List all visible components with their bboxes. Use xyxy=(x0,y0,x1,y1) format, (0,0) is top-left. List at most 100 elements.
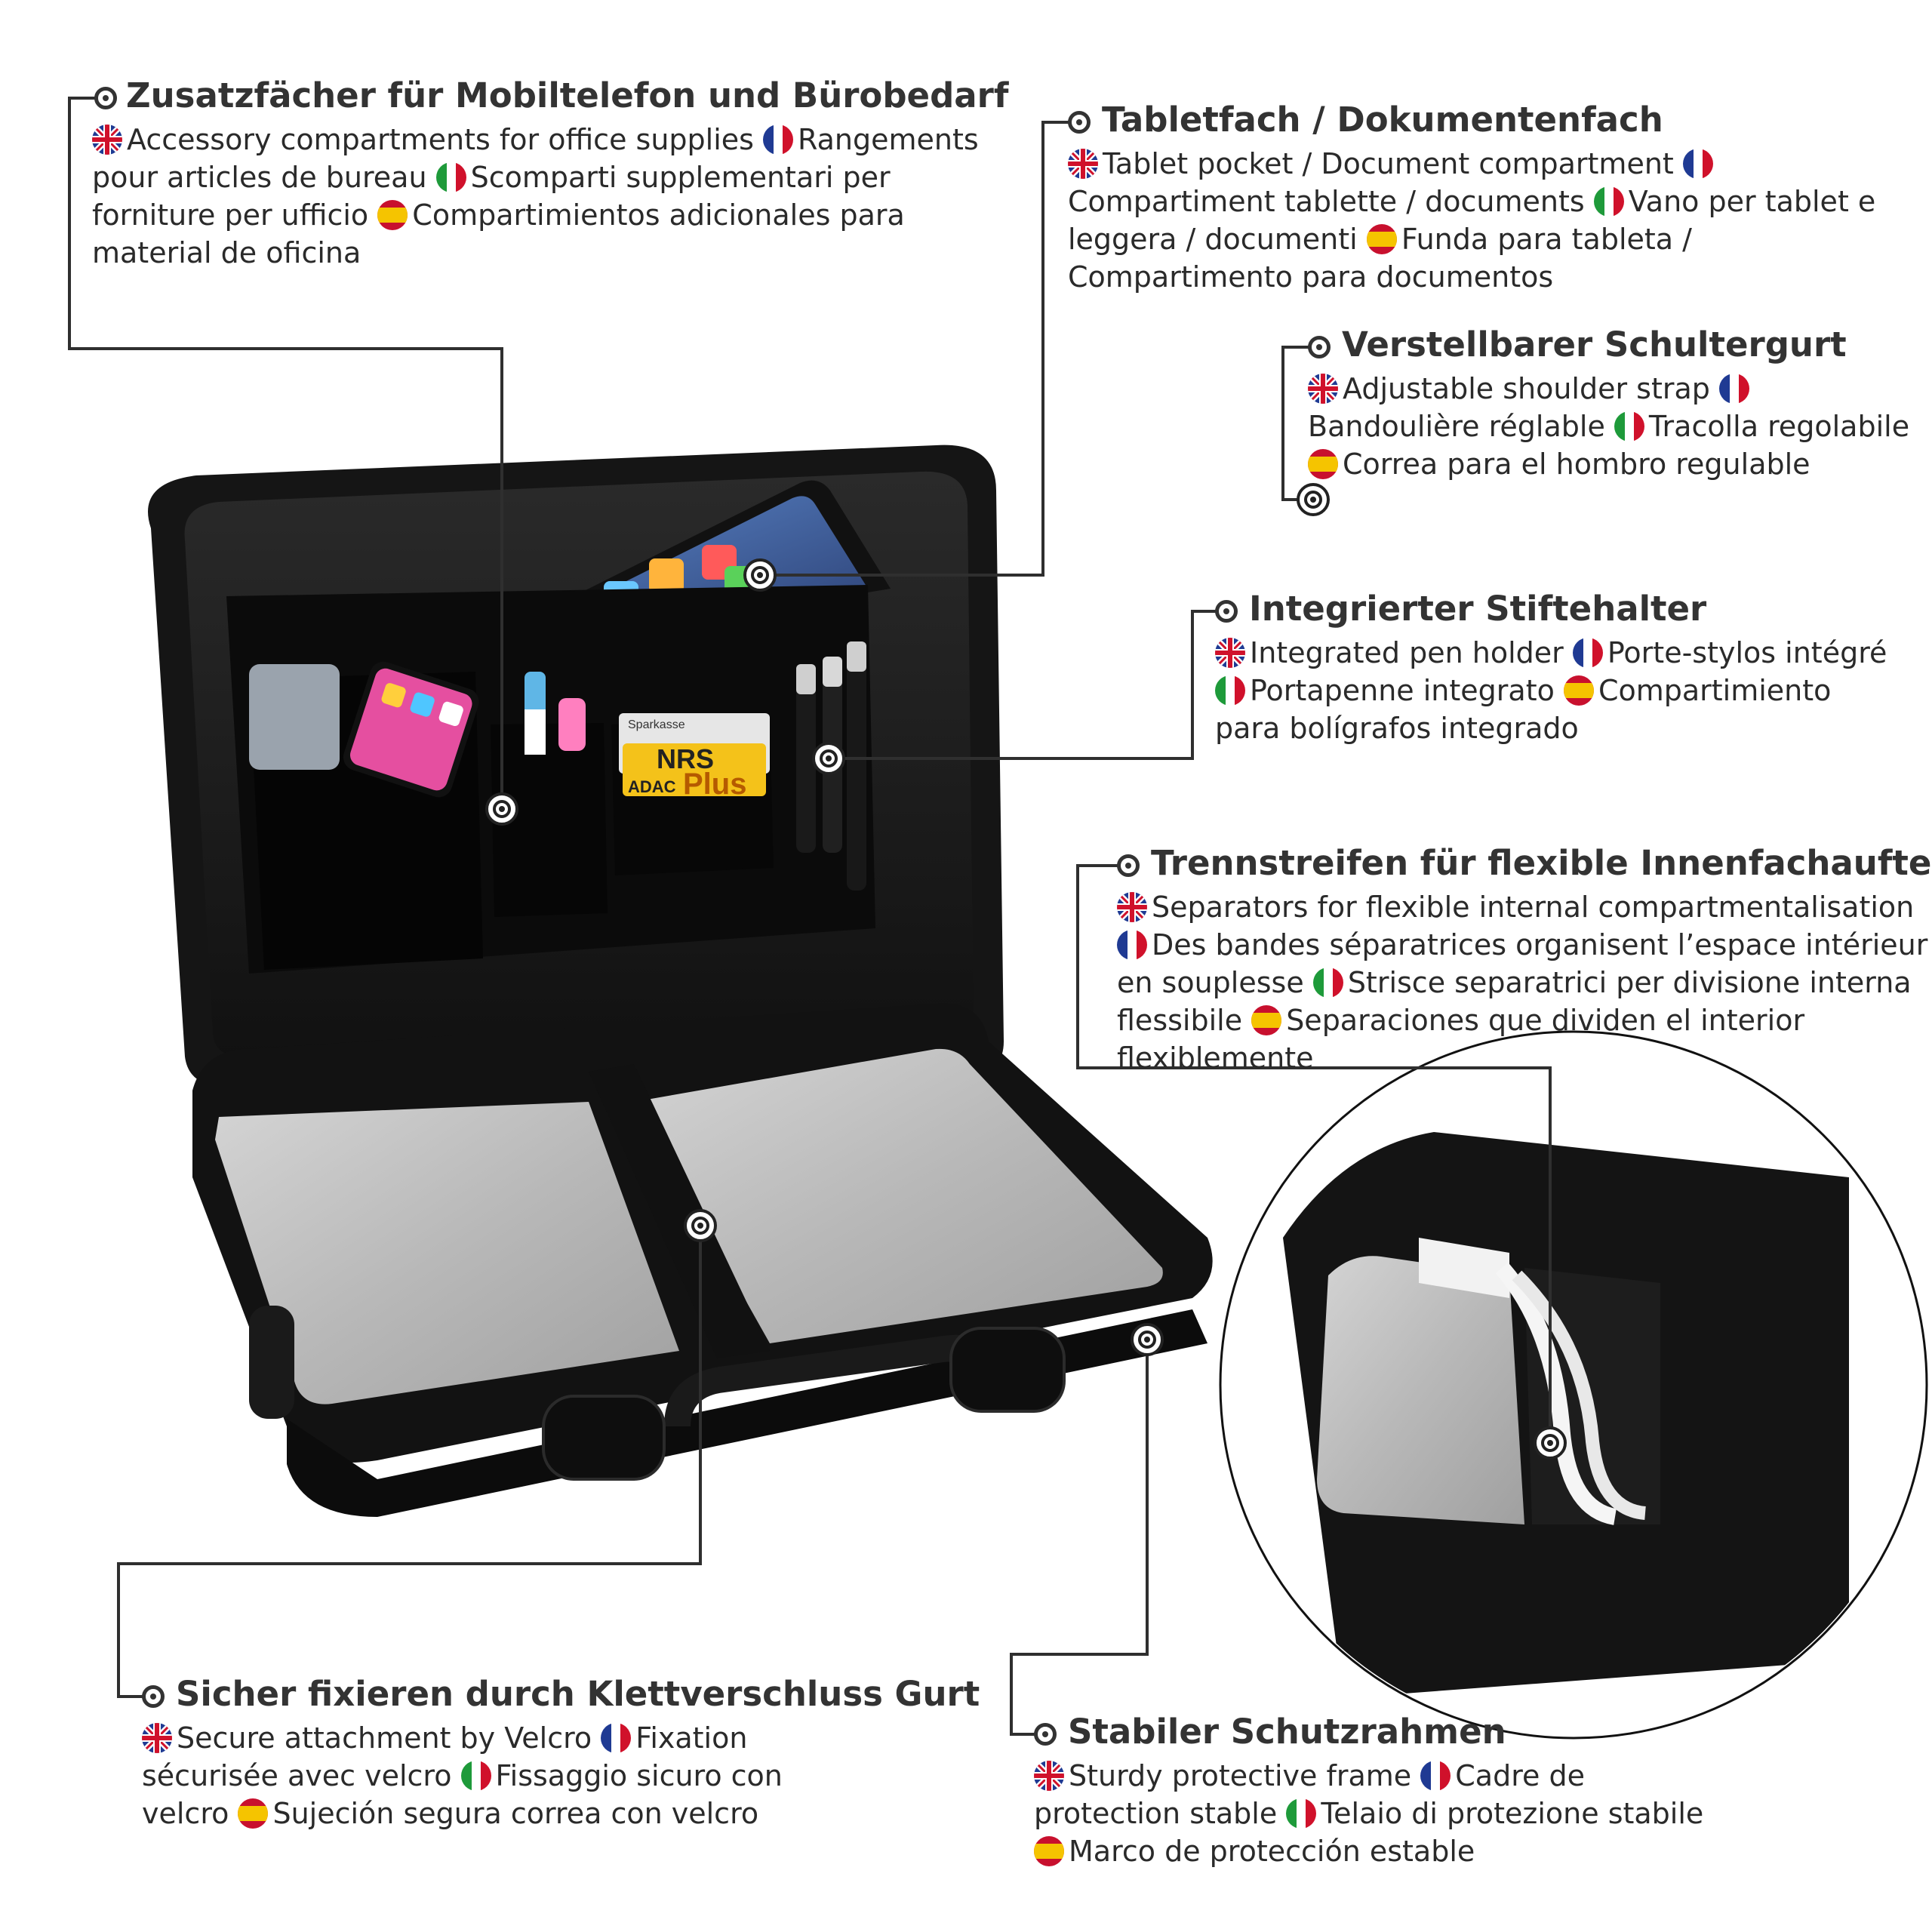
uk-flag-icon xyxy=(1215,638,1245,668)
text-fr: Rangements pour articles de bureau xyxy=(92,123,979,194)
text-es: Compartimientos adicionales para materia… xyxy=(92,198,905,269)
text-it: Vano per tablet e leggera / documenti xyxy=(1068,185,1876,256)
it-flag-icon xyxy=(1312,968,1343,998)
plug-illustration xyxy=(1419,1238,1509,1298)
fr-flag-icon xyxy=(1719,374,1750,404)
phone-illustration xyxy=(343,661,479,798)
svg-text:ADAC: ADAC xyxy=(628,777,676,796)
uk-flag-icon xyxy=(1034,1761,1064,1791)
callout-text: Separators for flexible internal compart… xyxy=(1117,888,1928,1077)
callout-title: Tabletfach / Dokumentenfach xyxy=(1102,100,1663,140)
es-flag-icon xyxy=(1034,1836,1064,1866)
text-fr: Cadre de protection stable xyxy=(1034,1759,1585,1830)
callout-text: Secure attachment by Velcro Fixation séc… xyxy=(142,1719,878,1832)
target-marker-accessory xyxy=(485,792,518,826)
callout-text: Tablet pocket / Document compartment Com… xyxy=(1068,145,1902,296)
uk-flag-icon xyxy=(1068,149,1098,179)
callout-title: Stabiler Schutzrahmen xyxy=(1068,1712,1506,1752)
target-marker-tablet xyxy=(743,558,777,592)
it-flag-icon xyxy=(1593,186,1624,217)
laptop-right xyxy=(634,1048,1163,1343)
bottle-illustration xyxy=(249,664,340,770)
callout-title: Trennstreifen für flexible Innenfachauft… xyxy=(1151,843,1932,883)
text-fr: Des bandes séparatrices organisent l’esp… xyxy=(1117,928,1928,999)
text-it: Telaio di protezione stabile xyxy=(1321,1797,1704,1830)
text-it: Tracolla regolabile xyxy=(1648,410,1910,443)
callout-dot-tablet xyxy=(1068,111,1091,134)
text-en: Tablet pocket / Document compartment xyxy=(1103,147,1674,180)
text-it: Fissaggio sicuro con velcro xyxy=(142,1759,783,1830)
card-illustration: Sparkasse NRS ADAC Plus xyxy=(619,713,770,801)
callout-text: Sturdy protective frame Cadre de protect… xyxy=(1034,1757,1732,1870)
text-en: Secure attachment by Velcro xyxy=(177,1721,592,1755)
uk-flag-icon xyxy=(1117,892,1147,922)
es-flag-icon xyxy=(1366,224,1397,254)
text-en: Adjustable shoulder strap xyxy=(1343,372,1710,405)
callout-dot-accessory xyxy=(94,87,117,109)
it-flag-icon xyxy=(460,1761,491,1791)
callout-text: Integrated pen holder Porte-stylos intég… xyxy=(1215,634,1898,747)
es-flag-icon xyxy=(377,200,408,230)
text-fr: Compartiment tablette / documents xyxy=(1068,185,1585,218)
leader-lines xyxy=(68,97,1552,1736)
uk-flag-icon xyxy=(142,1723,172,1753)
svg-text:Sparkasse: Sparkasse xyxy=(628,718,685,731)
text-fr: Bandoulière réglable xyxy=(1308,410,1605,443)
svg-text:NRS: NRS xyxy=(657,743,714,774)
callout-dot-separators xyxy=(1117,854,1140,877)
target-marker-pen xyxy=(812,742,845,775)
text-fr: Porte-stylos intégré xyxy=(1607,636,1887,669)
it-flag-icon xyxy=(435,162,466,192)
pens-illustration xyxy=(796,641,866,891)
text-en: Integrated pen holder xyxy=(1250,636,1564,669)
callout-accessory: Zusatzfächer für Mobiltelefon und Bürobe… xyxy=(92,74,1009,272)
laptop-left xyxy=(215,1102,679,1404)
text-es: Separaciones que dividen el interior fle… xyxy=(1117,1004,1805,1075)
svg-text:Plus: Plus xyxy=(683,768,746,801)
text-fr: Fixation sécurisée avec velcro xyxy=(142,1721,748,1792)
callout-dot-frame xyxy=(1034,1723,1057,1746)
fr-flag-icon xyxy=(1682,149,1713,179)
callout-frame: Stabiler Schutzrahmen Sturdy protective … xyxy=(1034,1710,1732,1870)
fr-flag-icon xyxy=(601,1723,632,1753)
target-marker-frame xyxy=(1131,1323,1164,1356)
es-flag-icon xyxy=(1251,1005,1282,1035)
fr-flag-icon xyxy=(763,125,794,155)
es-flag-icon xyxy=(1563,675,1594,706)
callout-title: Sicher fixieren durch Klettverschluss Gu… xyxy=(176,1674,980,1714)
callout-title: Verstellbarer Schultergurt xyxy=(1342,325,1847,365)
it-flag-icon xyxy=(1286,1798,1317,1829)
text-en: Accessory compartments for office suppli… xyxy=(127,123,754,156)
text-es: Compartimiento para bolígrafos integrado xyxy=(1215,674,1832,745)
text-en: Separators for flexible internal compart… xyxy=(1152,891,1915,924)
callout-pen: Integrierter Stiftehalter Integrated pen… xyxy=(1215,587,1898,747)
callout-dot-strap xyxy=(1308,336,1331,358)
callout-title: Integrierter Stiftehalter xyxy=(1249,589,1707,629)
callout-title: Zusatzfächer für Mobiltelefon und Bürobe… xyxy=(126,75,1009,115)
callout-text: Adjustable shoulder strap Bandoulière ré… xyxy=(1308,370,1915,483)
target-marker-strap xyxy=(1297,483,1330,516)
callout-velcro: Sicher fixieren durch Klettverschluss Gu… xyxy=(142,1672,980,1832)
text-es: Marco de protección estable xyxy=(1069,1835,1475,1868)
text-it: Scomparti supplementari per forniture pe… xyxy=(92,161,891,232)
es-flag-icon xyxy=(1308,449,1338,479)
target-marker-velcro xyxy=(684,1209,717,1242)
fr-flag-icon xyxy=(1420,1761,1451,1791)
bag-handle xyxy=(664,1334,1004,1426)
text-it: Portapenne integrato xyxy=(1250,674,1555,707)
uk-flag-icon xyxy=(92,125,122,155)
velcro-strap xyxy=(589,1064,770,1358)
text-en: Sturdy protective frame xyxy=(1069,1759,1412,1792)
detail-circle-image xyxy=(1223,1034,1924,1736)
callout-text: Accessory compartments for office suppli… xyxy=(92,121,1001,272)
callout-dot-pen xyxy=(1215,600,1238,623)
es-flag-icon xyxy=(238,1798,269,1829)
uk-flag-icon xyxy=(1308,374,1338,404)
callout-strap: Verstellbarer Schultergurt Adjustable sh… xyxy=(1308,323,1915,483)
fr-flag-icon xyxy=(1572,638,1603,668)
it-flag-icon xyxy=(1614,411,1644,441)
callout-separators: Trennstreifen für flexible Innenfachauft… xyxy=(1117,841,1932,1077)
callout-tablet: Tabletfach / Dokumentenfach Tablet pocke… xyxy=(1068,98,1902,296)
fr-flag-icon xyxy=(1117,930,1147,960)
